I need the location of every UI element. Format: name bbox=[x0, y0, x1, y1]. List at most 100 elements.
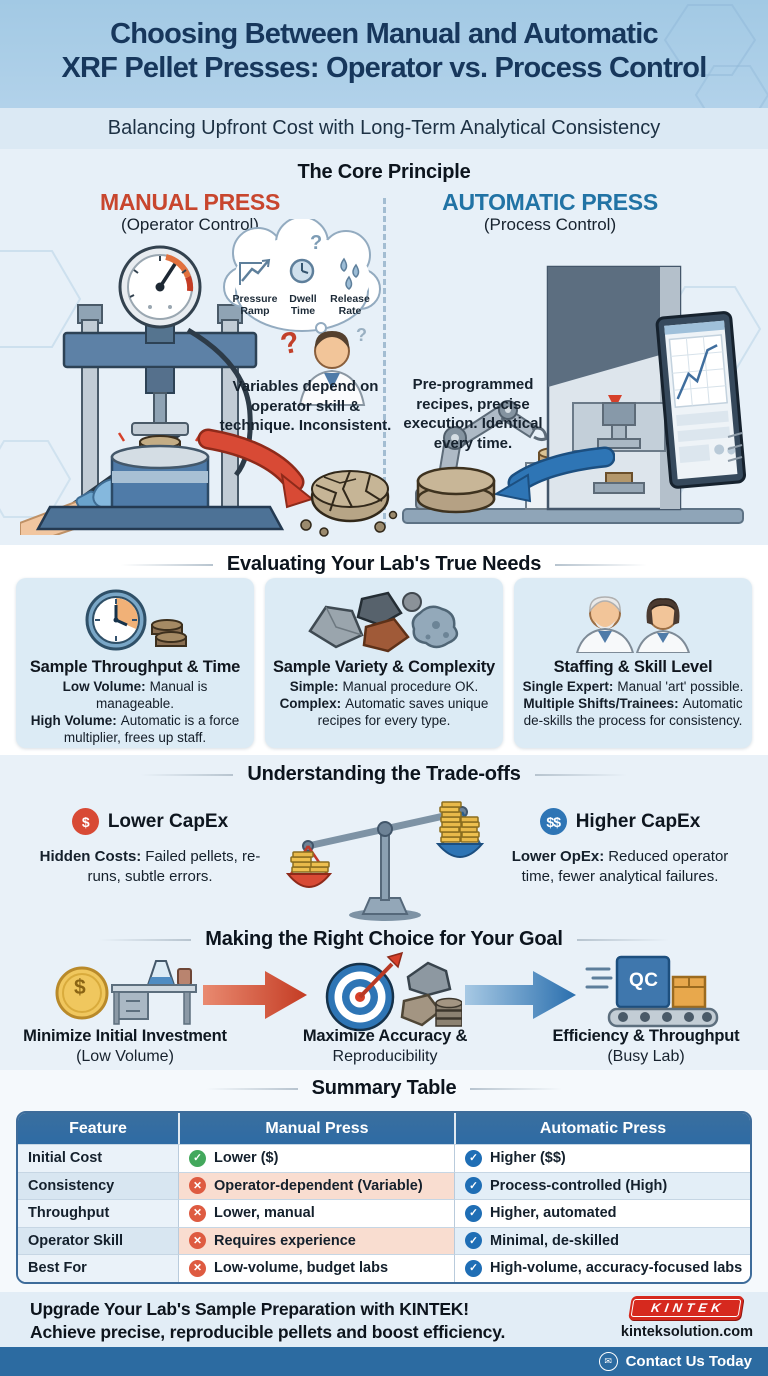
footer-cta-line2: Achieve precise, reproducible pellets an… bbox=[30, 1322, 506, 1343]
heading-line-left bbox=[141, 773, 234, 776]
heading-line-right bbox=[470, 1087, 563, 1090]
automatic-press-title: AUTOMATIC PRESS bbox=[442, 189, 658, 215]
manual-cell: Lower, manual bbox=[178, 1199, 454, 1227]
subtitle-band: Balancing Upfront Cost with Long-Term An… bbox=[0, 108, 768, 149]
throughput-icon-group: QC bbox=[585, 953, 720, 1033]
feature-cell: Best For bbox=[18, 1254, 178, 1282]
balance-scale-icon bbox=[286, 801, 484, 921]
heading-line-left bbox=[120, 563, 213, 566]
choices-heading: Making the Right Choice for Your Goal bbox=[0, 928, 768, 951]
contact-bar[interactable]: ✉ Contact Us Today bbox=[0, 1347, 768, 1376]
card-title: Staffing & Skill Level bbox=[553, 658, 713, 676]
red-arrow-icon bbox=[203, 971, 307, 1019]
core-principle-heading: The Core Principle bbox=[0, 161, 768, 184]
automatic-cell: Process-controlled (High) bbox=[454, 1171, 750, 1199]
needs-heading-text: Evaluating Your Lab's True Needs bbox=[226, 553, 542, 575]
manual-press-title: MANUAL PRESS bbox=[100, 189, 280, 215]
check-blue-icon bbox=[465, 1232, 482, 1250]
feature-cell: Operator Skill bbox=[18, 1226, 178, 1254]
page-title-line1: Choosing Between Manual and Automatic bbox=[110, 18, 659, 50]
automatic-cell: Minimal, de-skilled bbox=[454, 1226, 750, 1254]
table-row: Initial Cost Lower ($) Higher ($$) bbox=[18, 1144, 750, 1172]
choices-heading-text: Making the Right Choice for Your Goal bbox=[205, 928, 563, 950]
thought-label-pressure-ramp: Pressure Ramp bbox=[232, 293, 278, 318]
manual-cell: Operator-dependent (Variable) bbox=[178, 1171, 454, 1199]
page-subtitle: Balancing Upfront Cost with Long-Term An… bbox=[107, 117, 661, 139]
heading-line-left bbox=[205, 1087, 298, 1090]
x-red-icon bbox=[189, 1259, 206, 1277]
card-title: Sample Variety & Complexity bbox=[272, 658, 496, 676]
table-header-row: Feature Manual Press Automatic Press bbox=[18, 1113, 750, 1144]
qc-conveyor-icon bbox=[585, 955, 719, 1028]
card-throughput: Sample Throughput & Time Low Volume:Manu… bbox=[16, 578, 254, 748]
investment-icon-group: $ bbox=[52, 955, 202, 1029]
column-header-feature: Feature bbox=[69, 1119, 127, 1137]
target-rocks-icon bbox=[325, 951, 462, 1032]
manual-cell: Requires experience bbox=[178, 1226, 454, 1254]
coin-dollar-symbol: $ bbox=[74, 976, 86, 999]
higher-capex-row: $$ Higher CapEx bbox=[490, 808, 750, 835]
rock-samples-icon bbox=[308, 591, 459, 653]
check-blue-icon bbox=[465, 1204, 482, 1222]
table-row: Throughput Lower, manual Higher, automat… bbox=[18, 1199, 750, 1227]
card-title: Sample Throughput & Time bbox=[29, 658, 241, 676]
website-link[interactable]: kinteksolution.com bbox=[620, 1324, 754, 1340]
dollar-badge-icon: $ bbox=[71, 808, 99, 835]
automatic-cell: Higher, automated bbox=[454, 1199, 750, 1227]
staff-icon bbox=[575, 596, 691, 653]
check-blue-icon bbox=[465, 1259, 482, 1277]
cracked-pellet-arrow-icon bbox=[197, 428, 398, 537]
choice-label-investment: Minimize Initial Investment (Low Volume) bbox=[23, 1027, 227, 1065]
tradeoffs-section: Understanding the Trade-offs bbox=[0, 755, 768, 1070]
feature-cell: Initial Cost bbox=[18, 1144, 178, 1172]
header-band bbox=[0, 0, 768, 108]
question-mark-icon: ? bbox=[310, 232, 322, 254]
card-point: Low Volume:Manual is manageable. bbox=[62, 679, 208, 711]
thought-label-dwell-time: Dwell Time bbox=[289, 293, 317, 318]
summary-table: Feature Manual Press Automatic Press Ini… bbox=[16, 1111, 752, 1284]
manual-description: Variables depend on operator skill & tec… bbox=[219, 378, 392, 434]
heading-line-right bbox=[534, 773, 627, 776]
thought-label-release-rate: Release Rate bbox=[330, 293, 370, 318]
card-point: Simple:Manual procedure OK. bbox=[289, 679, 479, 694]
hexagon-pattern-icon bbox=[663, 4, 768, 108]
kintek-logo: KINTEK bbox=[628, 1296, 744, 1320]
tradeoffs-heading: Understanding the Trade-offs bbox=[0, 763, 768, 786]
question-mark-icon: ? bbox=[280, 325, 302, 361]
manual-press-title-block: MANUAL PRESS (Operator Control) bbox=[40, 189, 340, 235]
core-principle-heading-text: The Core Principle bbox=[297, 161, 471, 183]
operator-illustration-icon: ? ? bbox=[280, 325, 367, 406]
column-header-manual: Manual Press bbox=[178, 1113, 454, 1144]
clock-pellets-icon bbox=[85, 589, 187, 651]
card-staffing: Staffing & Skill Level Single Expert:Man… bbox=[514, 578, 752, 748]
vertical-dashed-divider bbox=[383, 198, 386, 528]
feature-cell: Consistency bbox=[18, 1171, 178, 1199]
tradeoffs-heading-text: Understanding the Trade-offs bbox=[247, 763, 521, 785]
blue-arrow-icon bbox=[465, 971, 576, 1019]
table-row: Consistency Operator-dependent (Variable… bbox=[18, 1171, 750, 1199]
column-header-automatic: Automatic Press bbox=[454, 1113, 750, 1144]
check-blue-icon bbox=[465, 1149, 482, 1167]
thought-bubble-icon: ? bbox=[223, 219, 381, 350]
feature-cell: Throughput bbox=[18, 1199, 178, 1227]
x-red-icon bbox=[189, 1204, 206, 1222]
manual-cell: Low-volume, budget labs bbox=[178, 1254, 454, 1282]
contact-link[interactable]: Contact Us Today bbox=[625, 1353, 752, 1370]
automatic-press-subtitle: (Process Control) bbox=[483, 215, 617, 235]
lower-capex-row: $ Lower CapEx bbox=[25, 808, 275, 835]
card-variety: Sample Variety & Complexity Simple:Manua… bbox=[265, 578, 503, 748]
core-principle-section: The Core Principle MANUAL PRESS (Operato… bbox=[0, 149, 768, 545]
higher-capex-text: Lower OpEx:Reduced operator time, fewer … bbox=[511, 848, 729, 885]
question-mark-icon: ? bbox=[356, 325, 367, 345]
check-green-icon bbox=[189, 1149, 206, 1167]
footer-cta-line1: Upgrade Your Lab's Sample Preparation wi… bbox=[30, 1299, 469, 1319]
qc-label: QC bbox=[629, 970, 659, 991]
choice-label-accuracy: Maximize Accuracy & Reproducibility bbox=[302, 1027, 468, 1065]
kintek-logo-text: KINTEK bbox=[630, 1299, 742, 1317]
summary-heading: Summary Table bbox=[0, 1077, 768, 1100]
table-row: Best For Low-volume, budget labs High-vo… bbox=[18, 1254, 750, 1282]
good-pellet-arrow-icon bbox=[416, 446, 615, 514]
manual-press-subtitle: (Operator Control) bbox=[121, 215, 259, 235]
footer-cta: Upgrade Your Lab's Sample Preparation wi… bbox=[30, 1298, 590, 1345]
manual-cell: Lower ($) bbox=[178, 1144, 454, 1172]
